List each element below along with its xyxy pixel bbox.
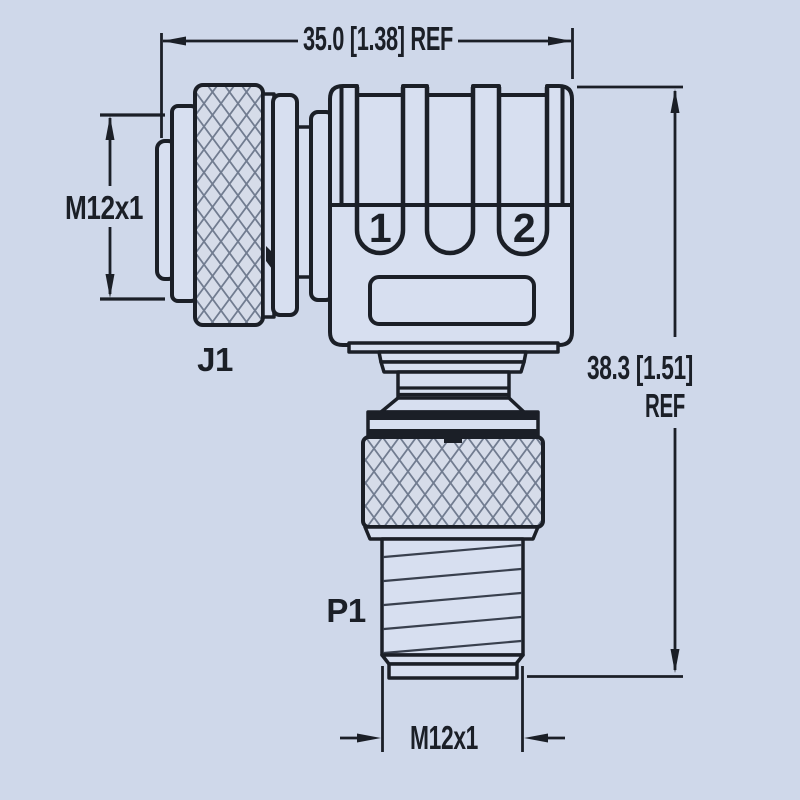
arrowhead-right-icon	[357, 733, 381, 743]
arrowhead-left-icon	[524, 733, 548, 743]
arrowhead-left-icon	[162, 36, 186, 46]
p1-thread-body	[380, 537, 525, 657]
p1-knurl-notch	[444, 436, 462, 443]
p1-male-assembly	[347, 341, 560, 680]
label-j1: J1	[197, 341, 233, 378]
arrowhead-down-icon	[670, 649, 680, 673]
dim-top-value: 35.0 [1.38] REF	[303, 20, 453, 57]
position-marker-1: 1	[369, 205, 391, 251]
j1-back-plate	[271, 93, 299, 317]
dim-right-ref: REF	[645, 387, 685, 424]
dim-right-value: 38.3 [1.51]	[587, 349, 693, 386]
arrowhead-up-icon	[670, 89, 680, 113]
body-channel-2	[424, 87, 476, 256]
j1-knurled-nut	[193, 83, 265, 327]
p1-flange-band-top	[369, 413, 537, 420]
connector-body: 1 2	[328, 84, 574, 347]
arrowhead-down-icon	[105, 274, 115, 298]
dim-left-value: M12x1	[65, 189, 143, 226]
body-label-plate	[368, 275, 536, 326]
dimension-right-height: 38.3 [1.51] REF	[527, 85, 694, 678]
p1-knurled-nut	[361, 435, 545, 529]
dim-bottom-value: M12x1	[410, 719, 478, 756]
p1-tip	[387, 662, 519, 680]
dimension-left-thread: M12x1	[65, 113, 165, 301]
j1-coupling-assembly	[155, 83, 335, 327]
arrowhead-right-icon	[548, 36, 572, 46]
position-marker-2: 2	[513, 205, 535, 251]
p1-thread-lines	[382, 543, 523, 655]
dimension-top-width: 35.0 [1.38] REF	[160, 20, 574, 138]
p1-flange-band-bottom	[369, 429, 537, 436]
p1-nut-rim	[363, 525, 540, 541]
dimension-bottom-thread: M12x1	[340, 666, 565, 756]
p1-neck-step-lower	[379, 360, 526, 374]
body-channel-3	[496, 87, 550, 257]
j1-washer-notch	[266, 246, 272, 269]
arrowhead-up-icon	[105, 116, 115, 140]
body-channel-1	[354, 87, 406, 256]
label-p1: P1	[326, 592, 366, 629]
p1-taper-step	[379, 396, 526, 414]
